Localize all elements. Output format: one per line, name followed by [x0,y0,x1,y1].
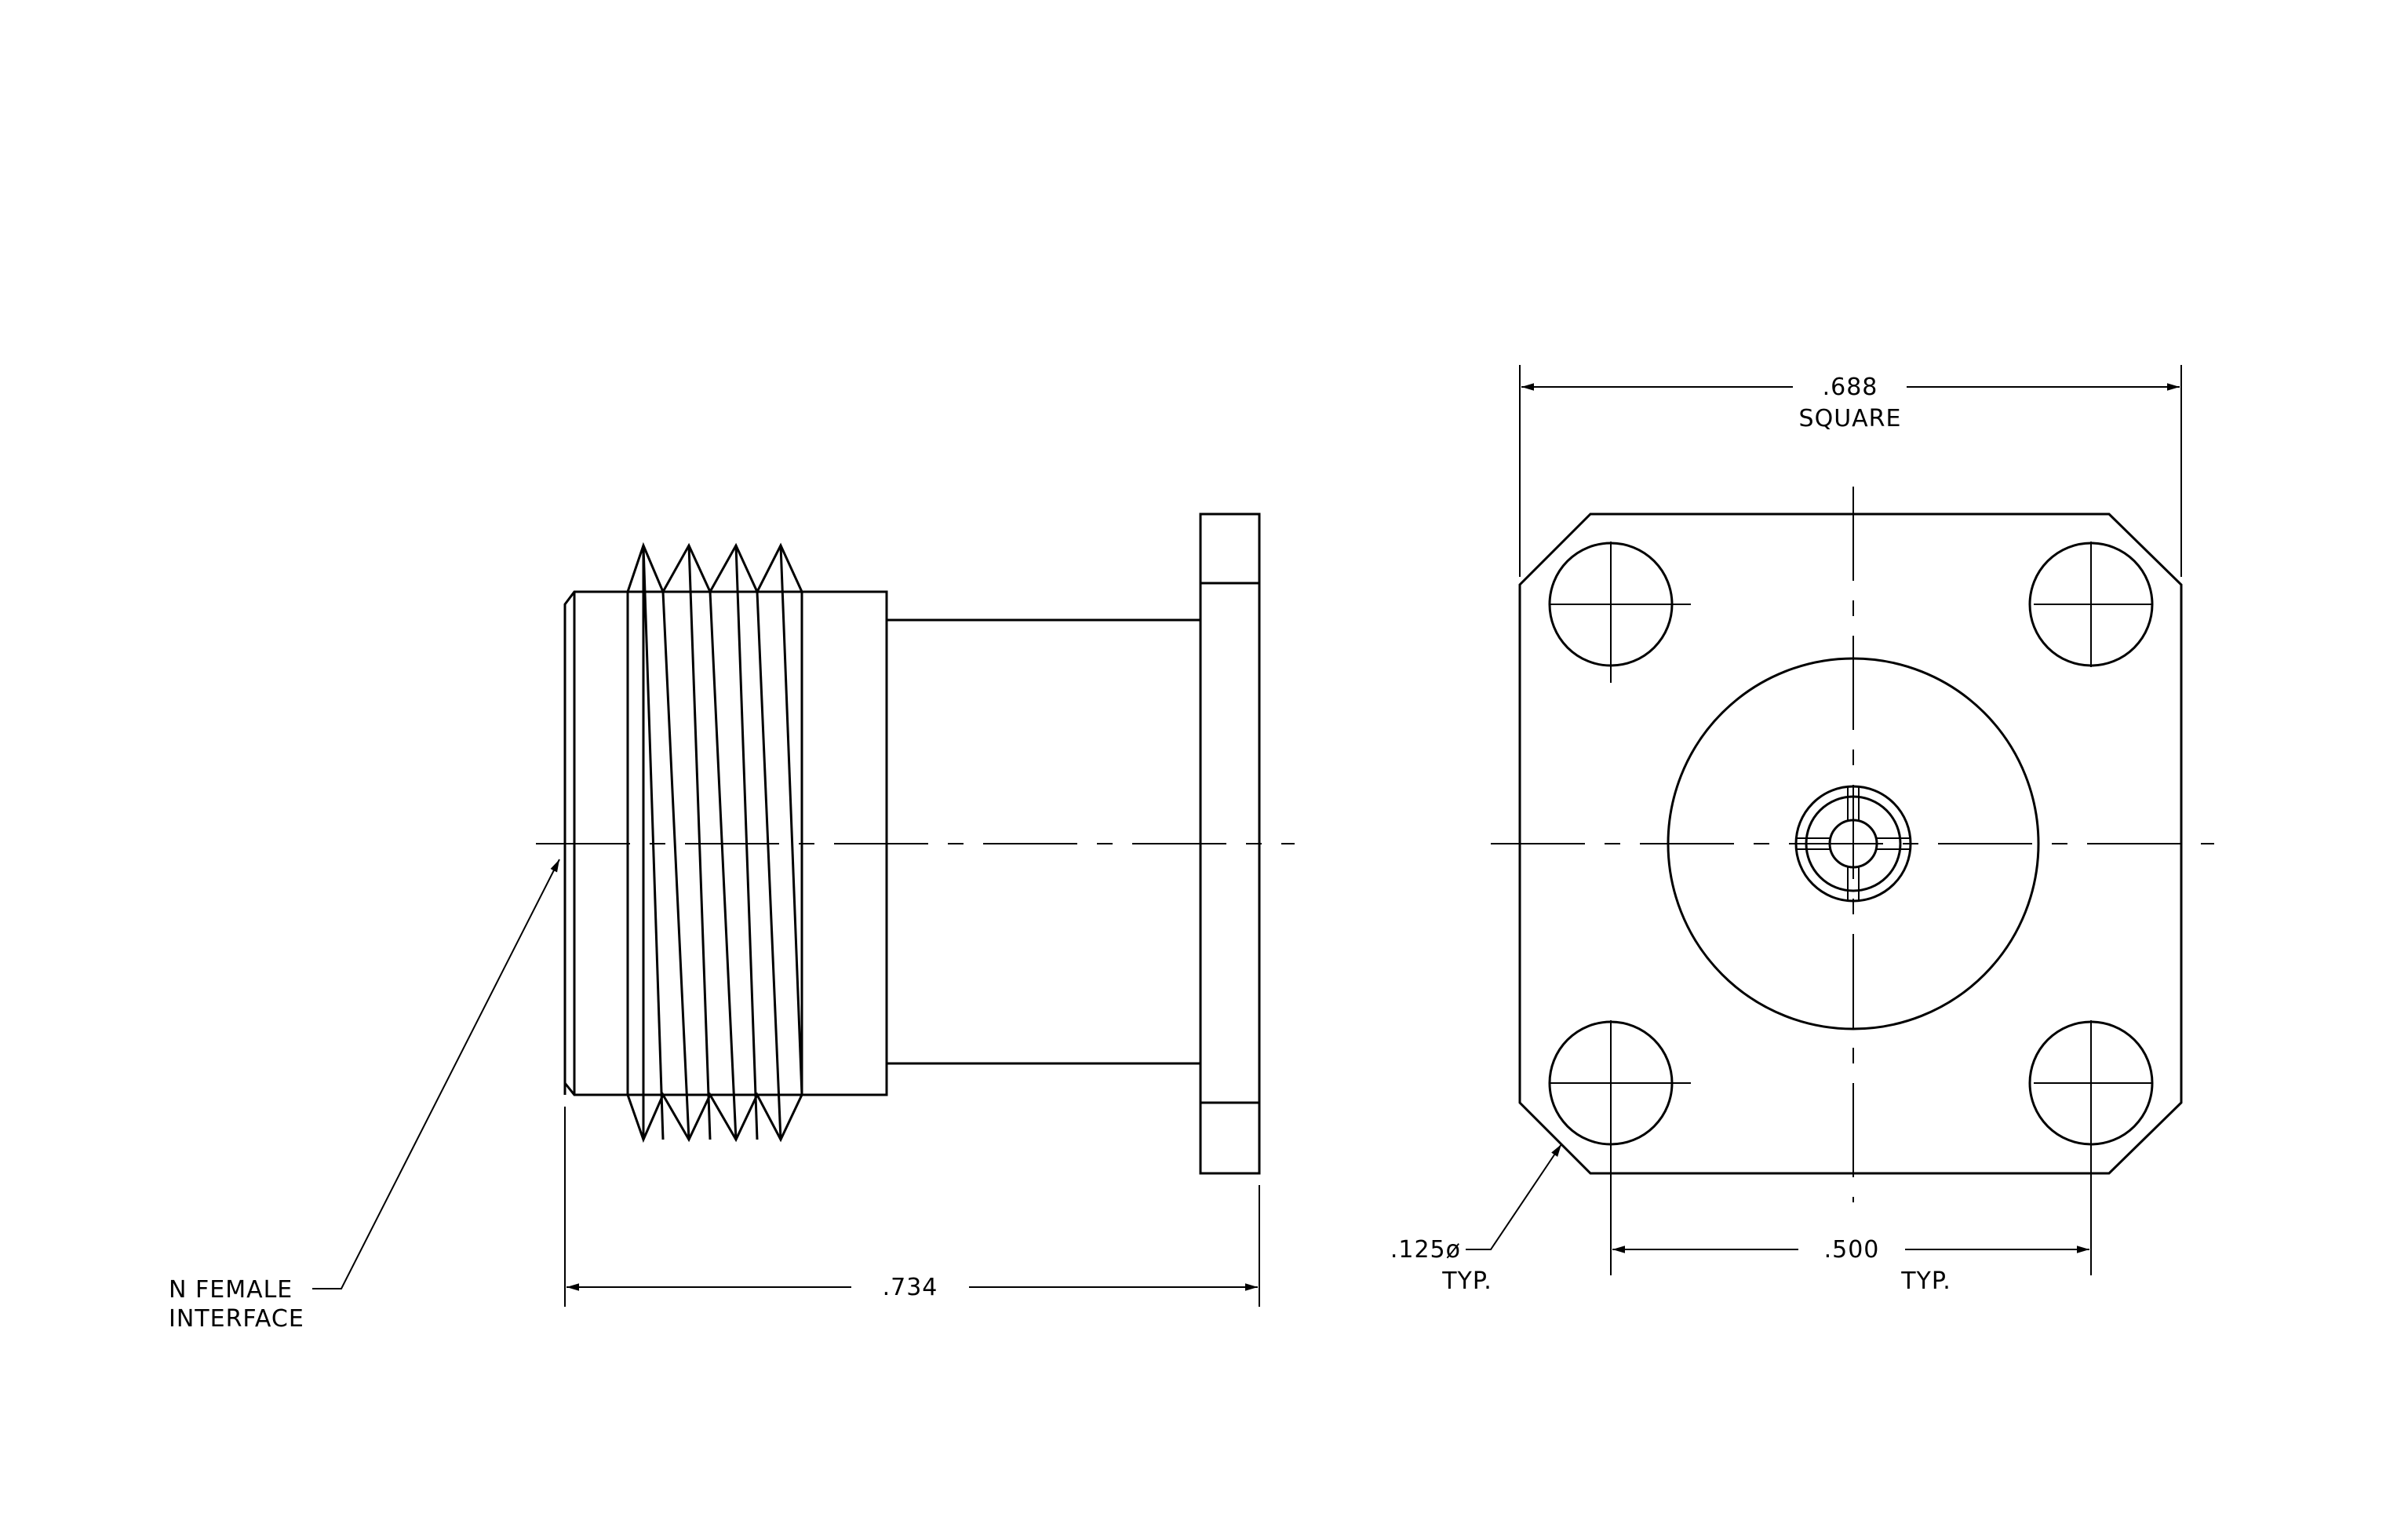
width-dimension-label: .688 [1823,374,1878,401]
hole-spacing-note: TYP. [1900,1268,1951,1295]
thread-top-crests [626,542,803,595]
width-dimension [1519,365,2182,577]
hole-spacing-label: .500 [1824,1236,1880,1264]
side-view [536,512,1295,1175]
interface-label-line2: INTERFACE [169,1305,304,1333]
thread-helix-lines [642,545,803,1140]
length-dimension [564,1107,1260,1307]
hole-diameter-leader [1466,1143,1562,1250]
interface-leader [312,859,560,1289]
front-view [1491,487,2214,1202]
square-flange [1518,512,2183,1175]
hole-diameter-label: .125ø [1390,1236,1461,1264]
hole-crosshairs [1550,542,2151,1146]
hole-diameter-note: TYP. [1441,1268,1492,1295]
length-dimension-label: .734 [883,1274,938,1301]
hole-spacing-dimension [1610,1146,2092,1275]
thread-bottom-crests [626,1092,803,1143]
width-dimension-note: SQUARE [1799,405,1902,432]
interface-label-line1: N FEMALE [169,1276,293,1304]
shank-body [885,618,1202,1065]
